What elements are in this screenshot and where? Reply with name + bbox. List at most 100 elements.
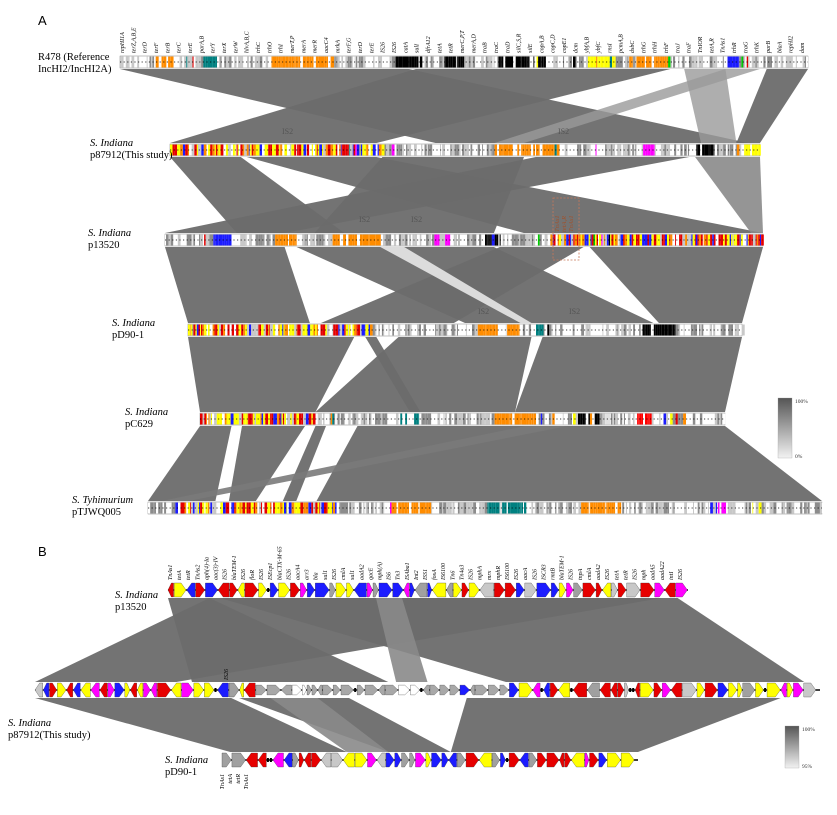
- gene-block: [761, 234, 764, 246]
- gene-arrow: [292, 752, 299, 768]
- gene-block: [594, 413, 598, 425]
- link-pc629-ptjwq005: [161, 426, 568, 501]
- gene-block: [481, 413, 485, 425]
- gene-block: [172, 144, 174, 156]
- gene-block: [713, 413, 715, 425]
- gene-block: [325, 234, 329, 246]
- gene-block: [710, 324, 713, 336]
- gene-block: [486, 234, 488, 246]
- gene-block: [584, 413, 586, 425]
- gene-block: [326, 324, 330, 336]
- gene-block: [185, 144, 188, 156]
- gene-block: [410, 413, 412, 425]
- r478-gene-label: copC,D: [551, 34, 557, 53]
- gene-block: [492, 144, 495, 156]
- gene-block: [445, 413, 448, 425]
- gene-block: [247, 413, 249, 425]
- gene-block: [566, 234, 569, 246]
- gene-block: [555, 234, 558, 246]
- gene-block: [584, 502, 587, 514]
- gene-block: [300, 324, 303, 336]
- gene-block: [653, 324, 656, 336]
- gene-block: [586, 234, 589, 246]
- gene-block: [289, 56, 292, 68]
- gene-block: [253, 502, 255, 514]
- gene-block: [268, 324, 270, 336]
- gene-arrow: [780, 682, 787, 698]
- gene-block: [539, 324, 542, 336]
- gene-arrow: [107, 682, 115, 698]
- gene-block: [266, 234, 269, 246]
- gene-block: [566, 502, 569, 514]
- plasmid-track-pc629: [199, 412, 726, 426]
- scale-gradient: [784, 725, 800, 769]
- gene-block: [229, 502, 232, 514]
- gene-arrow: [519, 752, 529, 768]
- gene-block: [233, 144, 235, 156]
- gene-block: [312, 234, 316, 246]
- gene-block: [572, 56, 573, 68]
- gene-block: [129, 56, 132, 68]
- gene-block: [409, 324, 412, 336]
- r478-gene-label: merA: [301, 40, 307, 53]
- r478-gene-label: tetR: [449, 43, 455, 53]
- gene-block: [721, 324, 723, 336]
- gene-block: [472, 56, 476, 68]
- gene-block: [525, 234, 529, 246]
- gene-block: [174, 144, 178, 156]
- gene-block: [402, 324, 404, 336]
- r478-gene-label: catA: [403, 42, 409, 53]
- gene-block: [258, 324, 260, 336]
- panel-b-letter: B: [38, 544, 47, 559]
- gene-block: [426, 502, 429, 514]
- gene-block: [350, 324, 353, 336]
- p13520-gene-label: fosA: [431, 569, 438, 580]
- gene-block: [425, 413, 428, 425]
- gene-block: [383, 502, 385, 514]
- gene-block: [625, 413, 628, 425]
- pd901-gene-label: tetR: [236, 774, 242, 784]
- gene-block: [218, 144, 221, 156]
- gene-block: [231, 502, 233, 514]
- gene-block: [569, 502, 573, 514]
- gene-block: [409, 144, 412, 156]
- gene-arrow: [34, 682, 43, 698]
- r478-gene-label: terD: [143, 41, 149, 53]
- gene-arrow: [559, 582, 566, 598]
- gene-block: [417, 413, 419, 425]
- gene-block: [411, 324, 415, 336]
- gene-block: [540, 502, 544, 514]
- gene-block: [804, 502, 806, 514]
- gene-block: [741, 324, 745, 336]
- gene-block: [695, 502, 698, 514]
- gene-arrow: [364, 684, 379, 696]
- gene-block: [675, 234, 677, 246]
- gene-block: [681, 234, 683, 246]
- gene-block: [448, 56, 451, 68]
- gene-block: [596, 56, 598, 68]
- gene-block: [508, 413, 510, 425]
- gene-block: [710, 144, 714, 156]
- gene-block: [660, 234, 662, 246]
- gene-block: [375, 234, 378, 246]
- gene-block: [790, 56, 793, 68]
- gene-block: [189, 56, 192, 68]
- gene-block: [765, 56, 768, 68]
- gene-block: [610, 144, 613, 156]
- gene-block: [715, 234, 719, 246]
- gene-block: [364, 502, 366, 514]
- gene-block: [598, 234, 599, 246]
- gene-block: [438, 324, 441, 336]
- gene-block: [567, 413, 570, 425]
- p13520-gene-label: aadA5: [651, 564, 657, 580]
- gene-block: [528, 413, 530, 425]
- gene-block: [397, 324, 401, 336]
- gene-block: [741, 234, 743, 246]
- gene-block: [510, 413, 513, 425]
- gene-block: [579, 144, 582, 156]
- gene-block: [286, 502, 288, 514]
- gene-block: [354, 324, 357, 336]
- gene-block: [536, 413, 538, 425]
- gene-block: [502, 502, 505, 514]
- gene-block: [605, 234, 607, 246]
